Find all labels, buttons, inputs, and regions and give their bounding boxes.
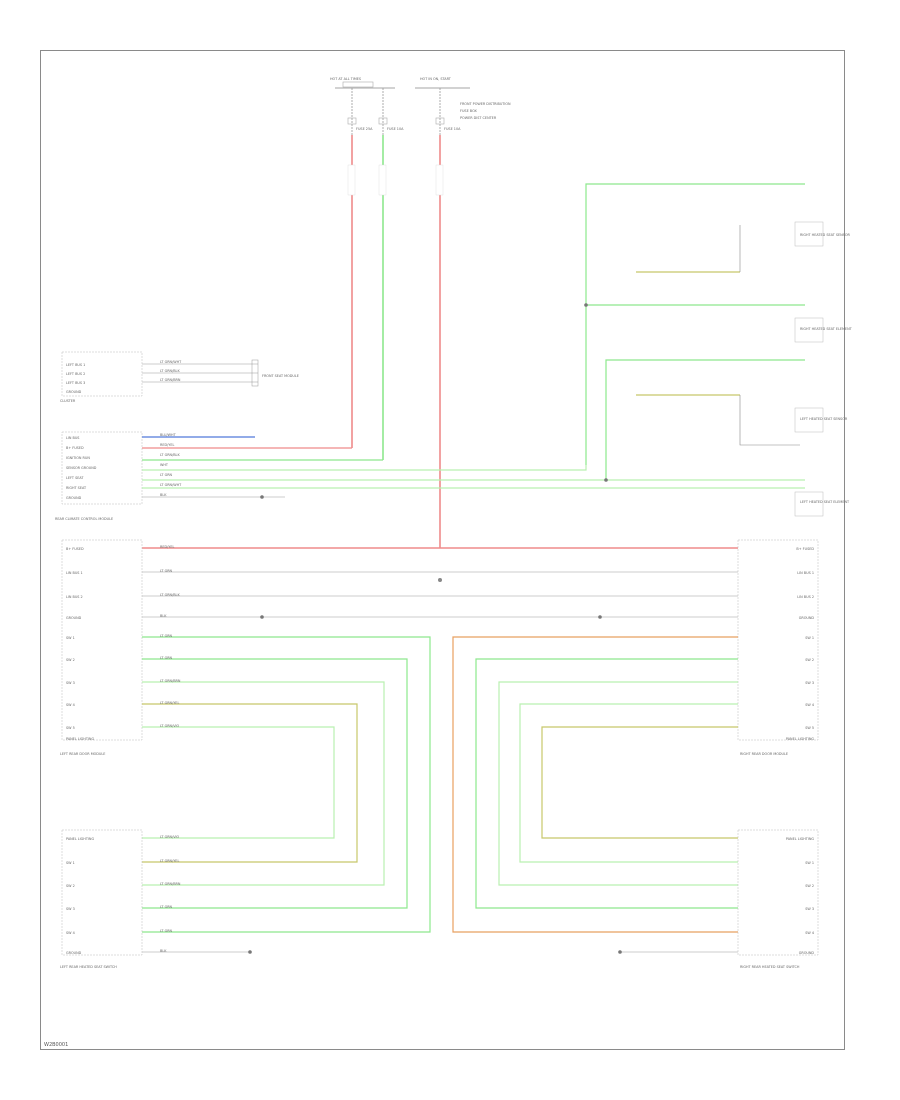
left-seat-wire-label: BLK — [160, 949, 167, 953]
right-door-pin-label: SW 3 — [805, 681, 814, 685]
top-fuse-label: FUSE 10A — [444, 127, 461, 131]
right-seat-pin-label: SW 3 — [805, 907, 814, 911]
top-sub-label-2: FUSE BOX — [460, 109, 478, 113]
right-rear-door-module: RIGHT REAR DOOR MODULE — [452, 539, 819, 933]
top-fuse-block: HOT AT ALL TIMES HOT IN ON, START FRONT … — [330, 77, 511, 135]
rear-ccm-wire-label: RED/YEL — [160, 443, 174, 447]
right-door-pin-label: LIN BUS 2 — [797, 595, 814, 599]
cluster-pin-label: LEFT BUS 1 — [66, 363, 85, 367]
right-heated-seat-switch: RIGHT REAR HEATED SEAT SWITCH — [620, 829, 819, 969]
top-sub-label-1: FRONT POWER DISTRIBUTION — [460, 102, 511, 106]
left-seat-pin-label: SW 4 — [66, 931, 75, 935]
left-door-pin-label: SW 5 — [66, 726, 75, 730]
right-door-pin-label: PANEL LIGHTING — [786, 737, 814, 741]
right-seat-pin-label: PANEL LIGHTING — [786, 837, 814, 841]
left-door-pin-label: SW 3 — [66, 681, 75, 685]
left-rear-door-module: LEFT REAR DOOR MODULE — [60, 539, 431, 933]
left-door-wire-label: RED/YEL — [160, 545, 174, 549]
rear-ccm-pin-label: B+ FUSED — [66, 446, 84, 450]
cluster-note-label: FRONT SEAT MODULE — [262, 374, 299, 378]
rear-ccm-pin-label: IGNITION RUN — [66, 456, 90, 460]
cluster-wire-label: LT GRN/WHT — [160, 360, 182, 364]
right-door-pin-label: SW 1 — [805, 636, 814, 640]
right-door-pin-label: LIN BUS 1 — [797, 571, 814, 575]
right-door-pin-label: SW 2 — [805, 658, 814, 662]
rear-ccm-pin-label: LEFT SEAT — [66, 476, 84, 480]
left-door-wire-label: LT GRN/BLK — [160, 593, 180, 597]
right-sensor-label: RIGHT HEATED SEAT SENSOR — [800, 233, 850, 237]
top-fuse-label: FUSE 10A — [387, 127, 404, 131]
left-door-wire-label: LT GRN/VIO — [160, 724, 180, 728]
right-seat-pin-label: SW 4 — [805, 931, 814, 935]
left-door-pin-label: GROUND — [66, 616, 82, 620]
rear-ccm-pin-label: SENSOR GROUND — [66, 466, 97, 470]
left-door-wire-label: LT GRN — [160, 569, 173, 573]
cluster-pin-label: LEFT BUS 3 — [66, 381, 85, 385]
left-door-pin-label: SW 4 — [66, 703, 75, 707]
right-seat-pin-label: GROUND — [799, 951, 815, 955]
cluster-label: CLUSTER — [60, 399, 76, 403]
cluster-wire-label: LT GRN/BRN — [160, 378, 181, 382]
left-door-pin-label: PANEL LIGHTING — [66, 737, 94, 741]
top-fuse-label: FUSE 25A — [356, 127, 373, 131]
left-seat-wire-label: LT GRN/VIO — [160, 835, 180, 839]
top-sub-label-3: POWER DIST CENTER — [460, 116, 497, 120]
diagram-frame — [40, 50, 845, 1050]
rear-ccm-wire-label: WHT — [160, 463, 169, 467]
figure-code: W2B0001 — [44, 1042, 69, 1048]
left-door-pin-label: LIN BUS 2 — [66, 595, 83, 599]
left-door-label: LEFT REAR DOOR MODULE — [60, 752, 105, 756]
rear-ccm-pin-label: RIGHT SEAT — [66, 486, 87, 490]
rear-ccm-label: REAR CLIMATE CONTROL MODULE — [55, 517, 113, 521]
rear-ccm-wire-label: LT GRN — [160, 473, 173, 477]
right-sensor-label: RIGHT HEATED SEAT ELEMENT — [800, 327, 853, 331]
top-left-title: HOT AT ALL TIMES — [330, 77, 361, 81]
right-seat-pin-label: SW 2 — [805, 884, 814, 888]
right-door-pin-label: SW 4 — [805, 703, 814, 707]
rear-ccm-wire-label: LT GRN/WHT — [160, 483, 182, 487]
cluster-wire-label: LT GRN/BLK — [160, 369, 180, 373]
left-seat-pin-label: SW 1 — [66, 861, 75, 865]
left-door-wire-label: LT GRN — [160, 634, 173, 638]
left-seat-wire-label: LT GRN — [160, 905, 173, 909]
left-door-pin-label: SW 2 — [66, 658, 75, 662]
left-seat-switch-label: LEFT REAR HEATED SEAT SWITCH — [60, 965, 117, 969]
left-seat-wire-label: LT GRN/BRN — [160, 882, 181, 886]
left-door-wire-label: LT GRN/YEL — [160, 701, 179, 705]
right-sensor-label: LEFT HEATED SEAT ELEMENT — [800, 500, 850, 504]
left-door-pin-label: SW 1 — [66, 636, 75, 640]
left-door-wire-label: BLK — [160, 614, 167, 618]
right-door-pin-label: SW 5 — [805, 726, 814, 730]
left-seat-pin-label: SW 3 — [66, 907, 75, 911]
left-heated-seat-switch: LEFT REAR HEATED SEAT SWITCH — [60, 829, 250, 969]
cluster-module: CLUSTER — [60, 351, 259, 403]
rear-ccm-wire-label: LT GRN/BLK — [160, 453, 180, 457]
right-sensor-label: LEFT HEATED SEAT SENSOR — [800, 417, 848, 421]
left-seat-pin-label: GROUND — [66, 951, 82, 955]
left-door-wire-label: LT GRN — [160, 656, 173, 660]
rear-ccm-pin-label: LIN BUS — [66, 436, 79, 440]
right-door-label: RIGHT REAR DOOR MODULE — [740, 752, 788, 756]
left-door-wire-label: LT GRN/BRN — [160, 679, 181, 683]
rear-ccm-wire-label: BLK — [160, 493, 167, 497]
right-door-pin-label: B+ FUSED — [796, 547, 814, 551]
left-seat-wire-label: LT GRN — [160, 929, 173, 933]
left-seat-pin-label: PANEL LIGHTING — [66, 837, 94, 841]
right-door-pin-label: GROUND — [799, 616, 815, 620]
right-seat-pin-label: SW 1 — [805, 861, 814, 865]
rear-ccm-wire-label: BLU/WHT — [160, 433, 177, 437]
top-right-title: HOT IN ON, START — [420, 77, 452, 81]
rear-climate-module: REAR CLIMATE CONTROL MODULE — [55, 431, 805, 521]
right-seat-switch-label: RIGHT REAR HEATED SEAT SWITCH — [740, 965, 800, 969]
left-door-pin-label: LIN BUS 1 — [66, 571, 83, 575]
left-door-pin-label: B+ FUSED — [66, 547, 84, 551]
right-sensor-network — [585, 183, 824, 517]
left-seat-wire-label: LT GRN/YEL — [160, 859, 179, 863]
ground-splices — [248, 303, 622, 954]
cluster-pin-label: GROUND — [66, 390, 82, 394]
left-seat-pin-label: SW 2 — [66, 884, 75, 888]
rear-ccm-pin-label: GROUND — [66, 496, 82, 500]
cluster-pin-label: LEFT BUS 2 — [66, 372, 85, 376]
